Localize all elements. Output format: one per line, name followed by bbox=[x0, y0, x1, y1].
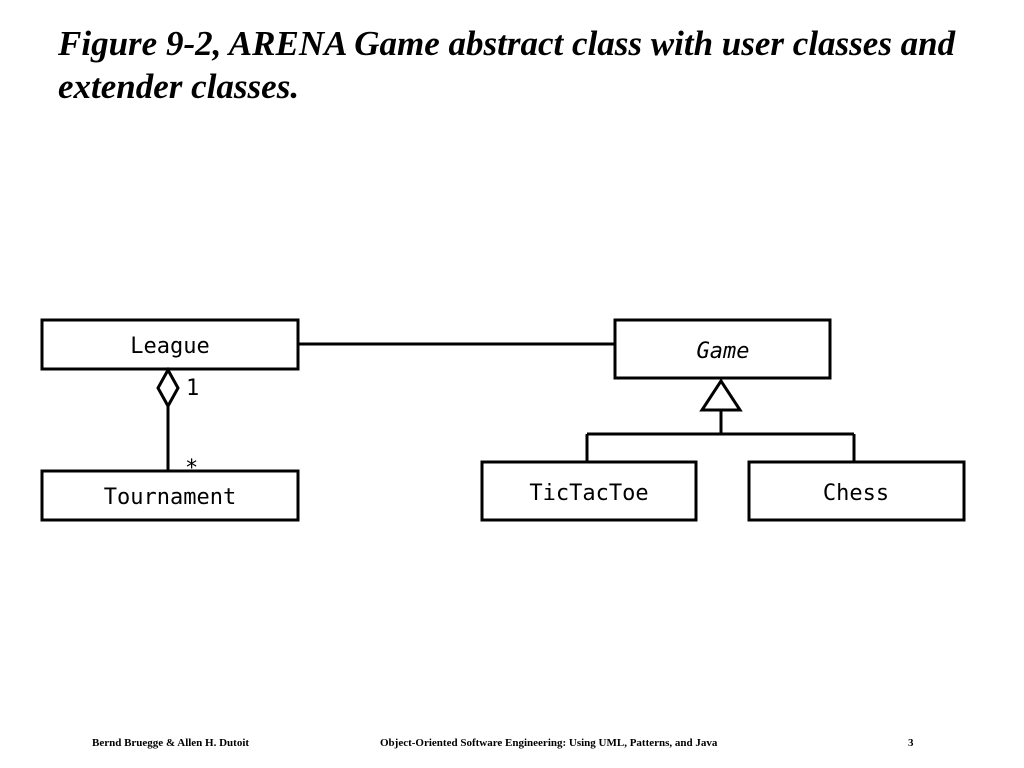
class-chess-box bbox=[747, 460, 966, 522]
class-league-name: League bbox=[130, 334, 209, 359]
class-tictactoe-name: TicTacToe bbox=[529, 481, 648, 506]
class-tournament-box bbox=[40, 469, 300, 522]
slide-title: Figure 9-2, ARENA Game abstract class wi… bbox=[58, 24, 956, 106]
class-game-box bbox=[613, 318, 832, 380]
class-league: League bbox=[40, 318, 300, 371]
class-tictactoe: TicTacToe bbox=[480, 460, 698, 522]
class-tictactoe-box bbox=[480, 460, 698, 522]
footer-page-number: 3 bbox=[908, 737, 914, 749]
aggregation-diamond-icon bbox=[156, 366, 180, 410]
generalization-game bbox=[585, 378, 856, 462]
class-game: Game bbox=[613, 318, 832, 380]
class-tournament: Tournament bbox=[40, 469, 300, 522]
footer-authors: Bernd Bruegge & Allen H. Dutoit bbox=[92, 737, 250, 749]
multiplicity-one: 1 bbox=[186, 376, 199, 401]
multiplicity-many: * bbox=[185, 456, 198, 481]
class-tournament-name: Tournament bbox=[104, 485, 236, 510]
class-league-box bbox=[40, 318, 300, 371]
class-chess-name: Chess bbox=[823, 481, 889, 506]
class-game-name: Game bbox=[697, 339, 750, 364]
aggregation-league-tournament: 1 * bbox=[156, 366, 199, 481]
class-chess: Chess bbox=[747, 460, 966, 522]
generalization-triangle-icon bbox=[699, 378, 743, 412]
footer-book-title: Object-Oriented Software Engineering: Us… bbox=[380, 737, 718, 749]
